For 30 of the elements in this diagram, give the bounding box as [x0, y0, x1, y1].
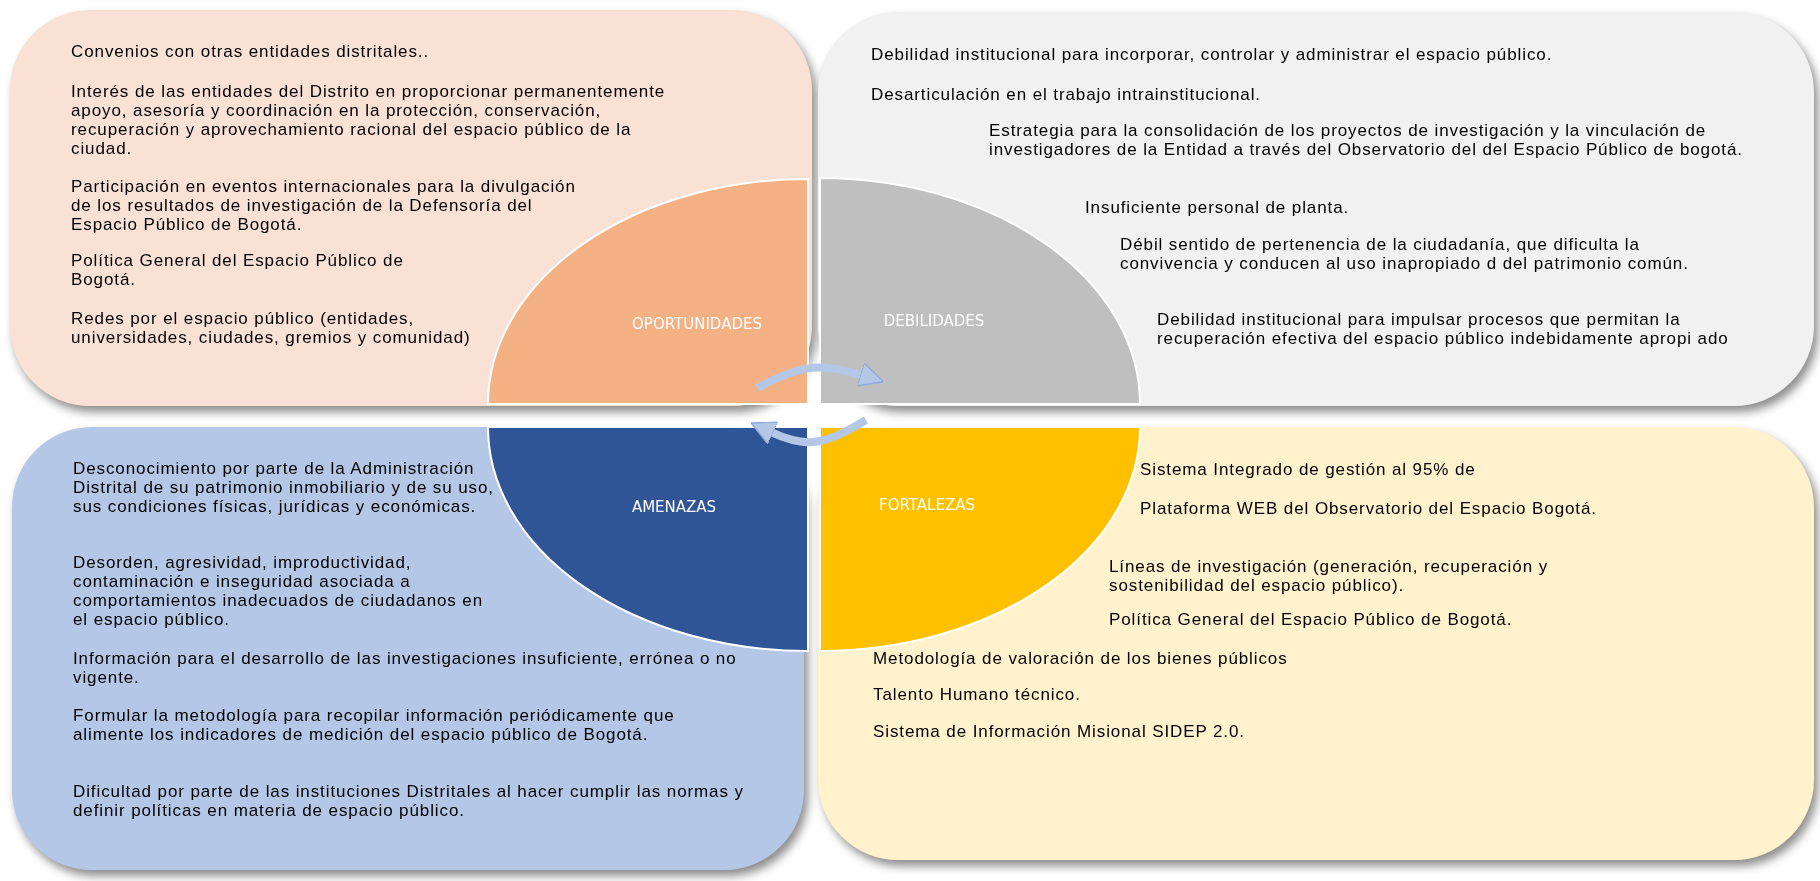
- swot-panel: [818, 427, 1814, 860]
- swot-item: Talento Humano técnico.: [873, 685, 1082, 704]
- quadrant-title: OPORTUNIDADES: [632, 315, 762, 333]
- swot-item: Débil sentido de pertenencia de la ciudadanía, que dificulta la convivencia y conducen al uso inapropiado d del patrimonio común.: [1120, 235, 1690, 273]
- swot-item: Convenios con otras entidades distritales..: [71, 42, 431, 61]
- quadrant-title: DEBILIDADES: [883, 312, 985, 330]
- swot-item: Interés de las entidades del Distrito en proporcionar permanentemente apoyo, asesoría y coordinación en la protección, conservación, recuperación y aprovechamiento racional del espacio público de la ciudad.: [71, 82, 667, 158]
- swot-item: Sistema Integrado de gestión al 95% de: [1140, 460, 1477, 479]
- swot-item: Líneas de investigación (generación, recuperación y sostenibilidad del espacio público).: [1109, 557, 1550, 595]
- swot-panel: [10, 10, 812, 406]
- swot-item: Política General del Espacio Público de Bogotá.: [71, 251, 405, 289]
- swot-item: Redes por el espacio público (entidades, universidades, ciudades, gremios y comunidad): [71, 309, 472, 347]
- swot-item: Debilidad institucional para incorporar, controlar y administrar el espacio público.: [871, 45, 1554, 64]
- swot-panel: [818, 12, 1814, 406]
- swot-item: Desarticulación en el trabajo intrainstitucional.: [871, 85, 1262, 104]
- swot-item: Plataforma WEB del Observatorio del Espacio Bogotá.: [1140, 499, 1598, 518]
- swot-item: Formular la metodología para recopilar información periódicamente que alimente los indicadores de medición del espacio público de Bogotá.: [73, 706, 676, 744]
- swot-item: Insuficiente personal de planta.: [1085, 198, 1351, 217]
- swot-item: Estrategia para la consolidación de los proyectos de investigación y la vinculación de investigadores de la Entidad a través del Observatorio del del Espacio Público de bogotá.: [989, 121, 1744, 159]
- quadrant-title: AMENAZAS: [631, 498, 717, 516]
- quadrant-title: FORTALEZAS: [879, 496, 975, 514]
- swot-item: Información para el desarrollo de las investigaciones insuficiente, errónea o no vigente.: [73, 649, 738, 687]
- swot-item: Desorden, agresividad, improductividad, contaminación e inseguridad asociada a comportamientos inadecuados de ciudadanos en el espacio público.: [73, 553, 485, 629]
- swot-item: Política General del Espacio Público de Bogotá.: [1109, 610, 1514, 629]
- swot-item: Sistema de Información Misional SIDEP 2.0.: [873, 722, 1246, 741]
- swot-item: Participación en eventos internacionales para la divulgación de los resultados de investigación de la Defensoría del Espacio Público de Bogotá.: [71, 177, 577, 234]
- swot-item: Metodología de valoración de los bienes públicos: [873, 649, 1289, 668]
- swot-item: Desconocimiento por parte de la Administración Distrital de su patrimonio inmobiliario y de su uso, sus condiciones físicas, jurídicas y económicas.: [73, 459, 495, 516]
- swot-item: Debilidad institucional para impulsar procesos que permitan la recuperación efectiva del espacio público indebidamente apropi ado: [1157, 310, 1730, 348]
- swot-item: Dificultad por parte de las instituciones Distritales al hacer cumplir las normas y definir políticas en materia de espacio público.: [73, 782, 745, 820]
